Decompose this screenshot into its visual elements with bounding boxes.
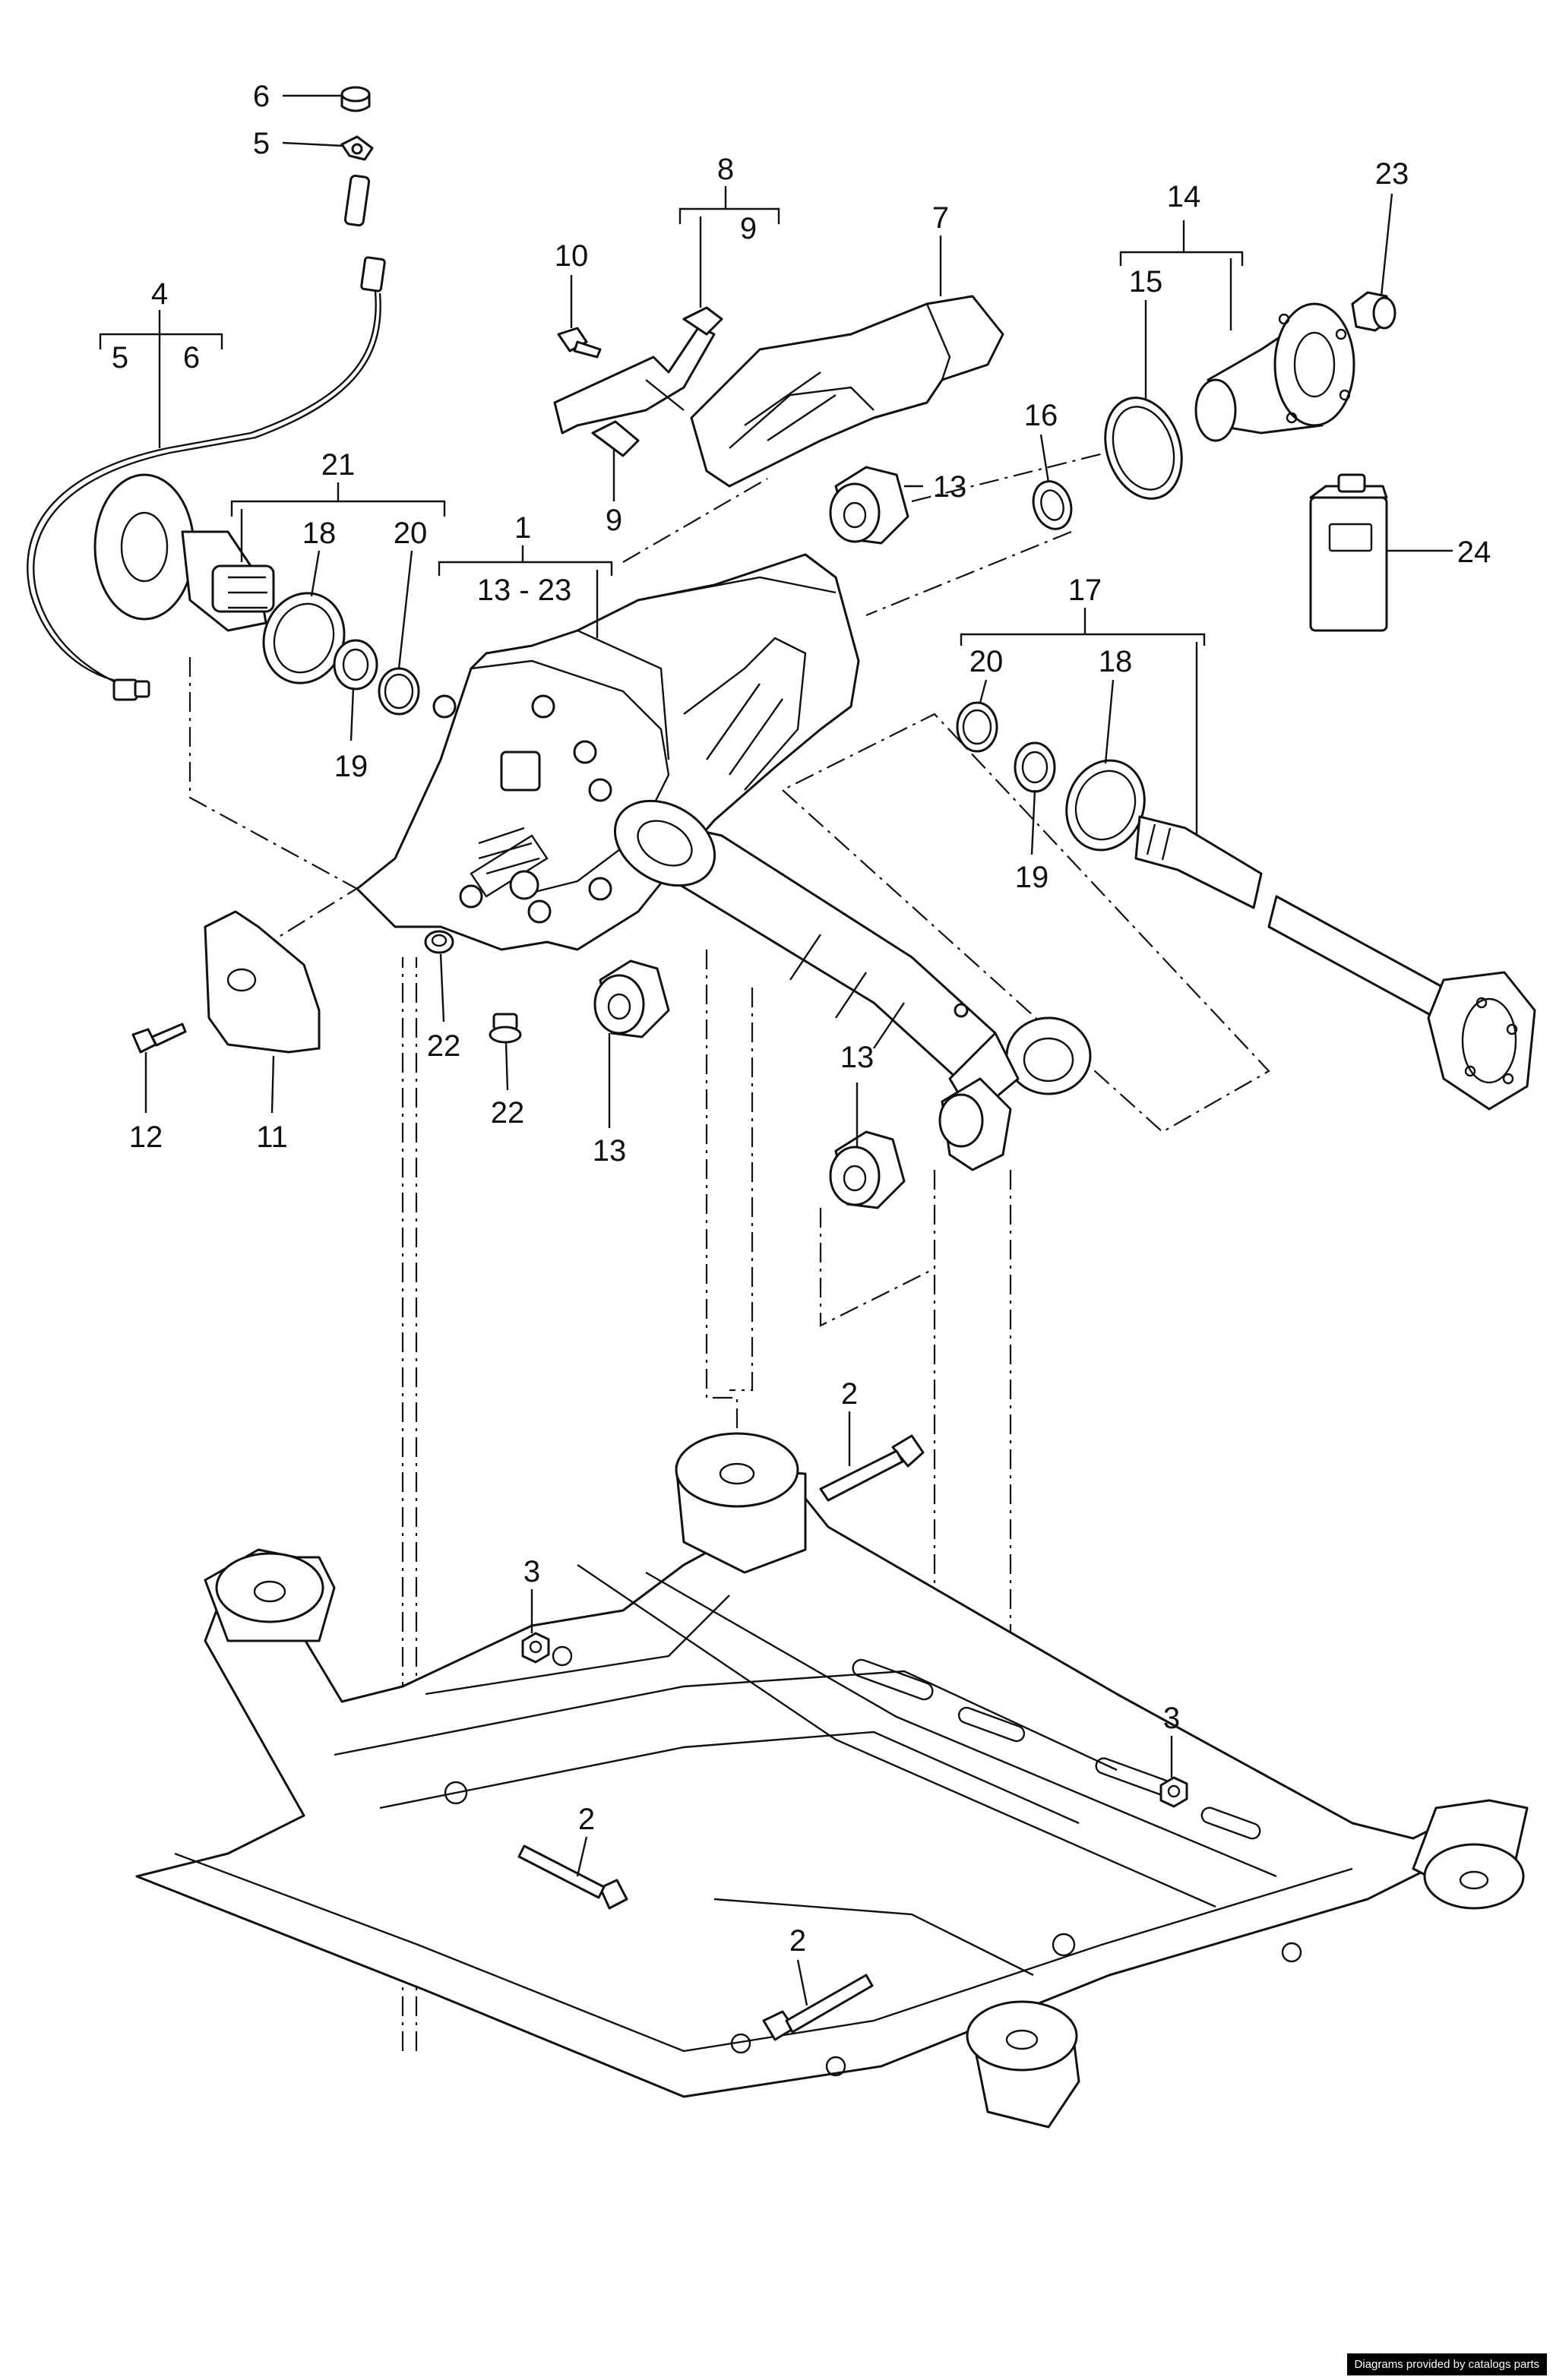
part-2-bolt-top [819, 1434, 925, 1502]
part-19-ring-left [333, 639, 378, 691]
callout-9: 9 [606, 504, 622, 537]
part-23-nut [1351, 291, 1396, 332]
callout-1-range: 13 - 23 [477, 574, 572, 607]
callout-labels: 6 5 4 5 6 21 18 20 19 1 13 - 23 10 8 9 9… [112, 80, 1491, 1958]
callout-17-19: 19 [1015, 861, 1049, 894]
tube-end-sleeve [938, 1077, 1012, 1171]
part-20-circlip-left [378, 667, 420, 716]
part-24-oil-bottle [1309, 473, 1388, 632]
callout-4-sub-6: 6 [183, 341, 200, 375]
callout-4: 4 [151, 277, 168, 311]
callout-17-18: 18 [1099, 645, 1133, 678]
callout-10: 10 [555, 239, 589, 273]
part-2-bolt-middle [517, 1844, 628, 1910]
callout-8: 8 [717, 153, 734, 186]
part-22-plug-upper [424, 930, 454, 954]
callout-2-middle: 2 [578, 1803, 595, 1836]
part-13-bushing-top [829, 466, 909, 545]
part-14-flange [1194, 302, 1355, 442]
final-drive-housing [356, 553, 860, 951]
callout-24: 24 [1457, 536, 1491, 569]
part-7-cover [690, 295, 1004, 488]
callout-21-19: 19 [334, 750, 368, 783]
callout-14: 14 [1167, 180, 1201, 213]
callout-22-lower: 22 [491, 1096, 525, 1130]
part-3-nut-right [1159, 1776, 1188, 1808]
sensor-cable [27, 174, 386, 701]
callout-17-20: 20 [969, 645, 1004, 678]
callout-21: 21 [321, 448, 356, 482]
callout-3-right: 3 [1163, 1702, 1180, 1735]
callout-3-left: 3 [523, 1555, 540, 1588]
callout-22-upper: 22 [427, 1029, 461, 1063]
callout-6: 6 [253, 80, 270, 113]
callout-17: 17 [1068, 574, 1102, 607]
part-9-bracket [553, 306, 723, 457]
callout-2-bottom: 2 [789, 1924, 806, 1958]
part-5-clip [340, 135, 374, 161]
callout-12: 12 [129, 1120, 163, 1154]
callout-5: 5 [253, 127, 270, 160]
part-10-bolt [557, 327, 602, 359]
callout-1: 1 [514, 511, 531, 545]
part-18-seal-left [262, 592, 346, 684]
part-15-seal [1104, 397, 1183, 500]
callout-13-top: 13 [933, 470, 967, 504]
part-13-bushing-lower [829, 1130, 906, 1209]
part-6-cap [340, 86, 371, 112]
callout-16: 16 [1024, 399, 1058, 432]
callout-15: 15 [1129, 265, 1163, 299]
part-22-plug-lower [489, 1013, 522, 1044]
callout-4-sub-5: 5 [112, 341, 128, 375]
part-16-ring [1032, 480, 1073, 530]
part-13-bushing-middle [593, 959, 670, 1038]
part-12-bolt [131, 1022, 187, 1054]
part-4-cv-joint [93, 473, 275, 632]
part-17-driveshaft [956, 701, 1536, 1111]
part-2-bolt-bottom [762, 1974, 874, 2041]
callout-13-lower: 13 [840, 1041, 875, 1074]
callout-21-18: 18 [302, 517, 337, 550]
callout-11: 11 [256, 1120, 288, 1154]
callout-2-top: 2 [841, 1377, 858, 1411]
leader-lines [99, 94, 1453, 2006]
subframe [135, 1432, 1529, 2129]
callout-13-middle: 13 [593, 1134, 627, 1168]
credit-badge: Diagrams provided by catalogs parts [1346, 2353, 1547, 2375]
callout-21-20: 20 [394, 517, 428, 550]
part-3-nut-left [521, 1632, 550, 1664]
part-11-mount [204, 910, 321, 1054]
callout-8-sub-9: 9 [740, 212, 757, 245]
callout-23: 23 [1375, 157, 1409, 191]
callout-7: 7 [932, 201, 949, 235]
